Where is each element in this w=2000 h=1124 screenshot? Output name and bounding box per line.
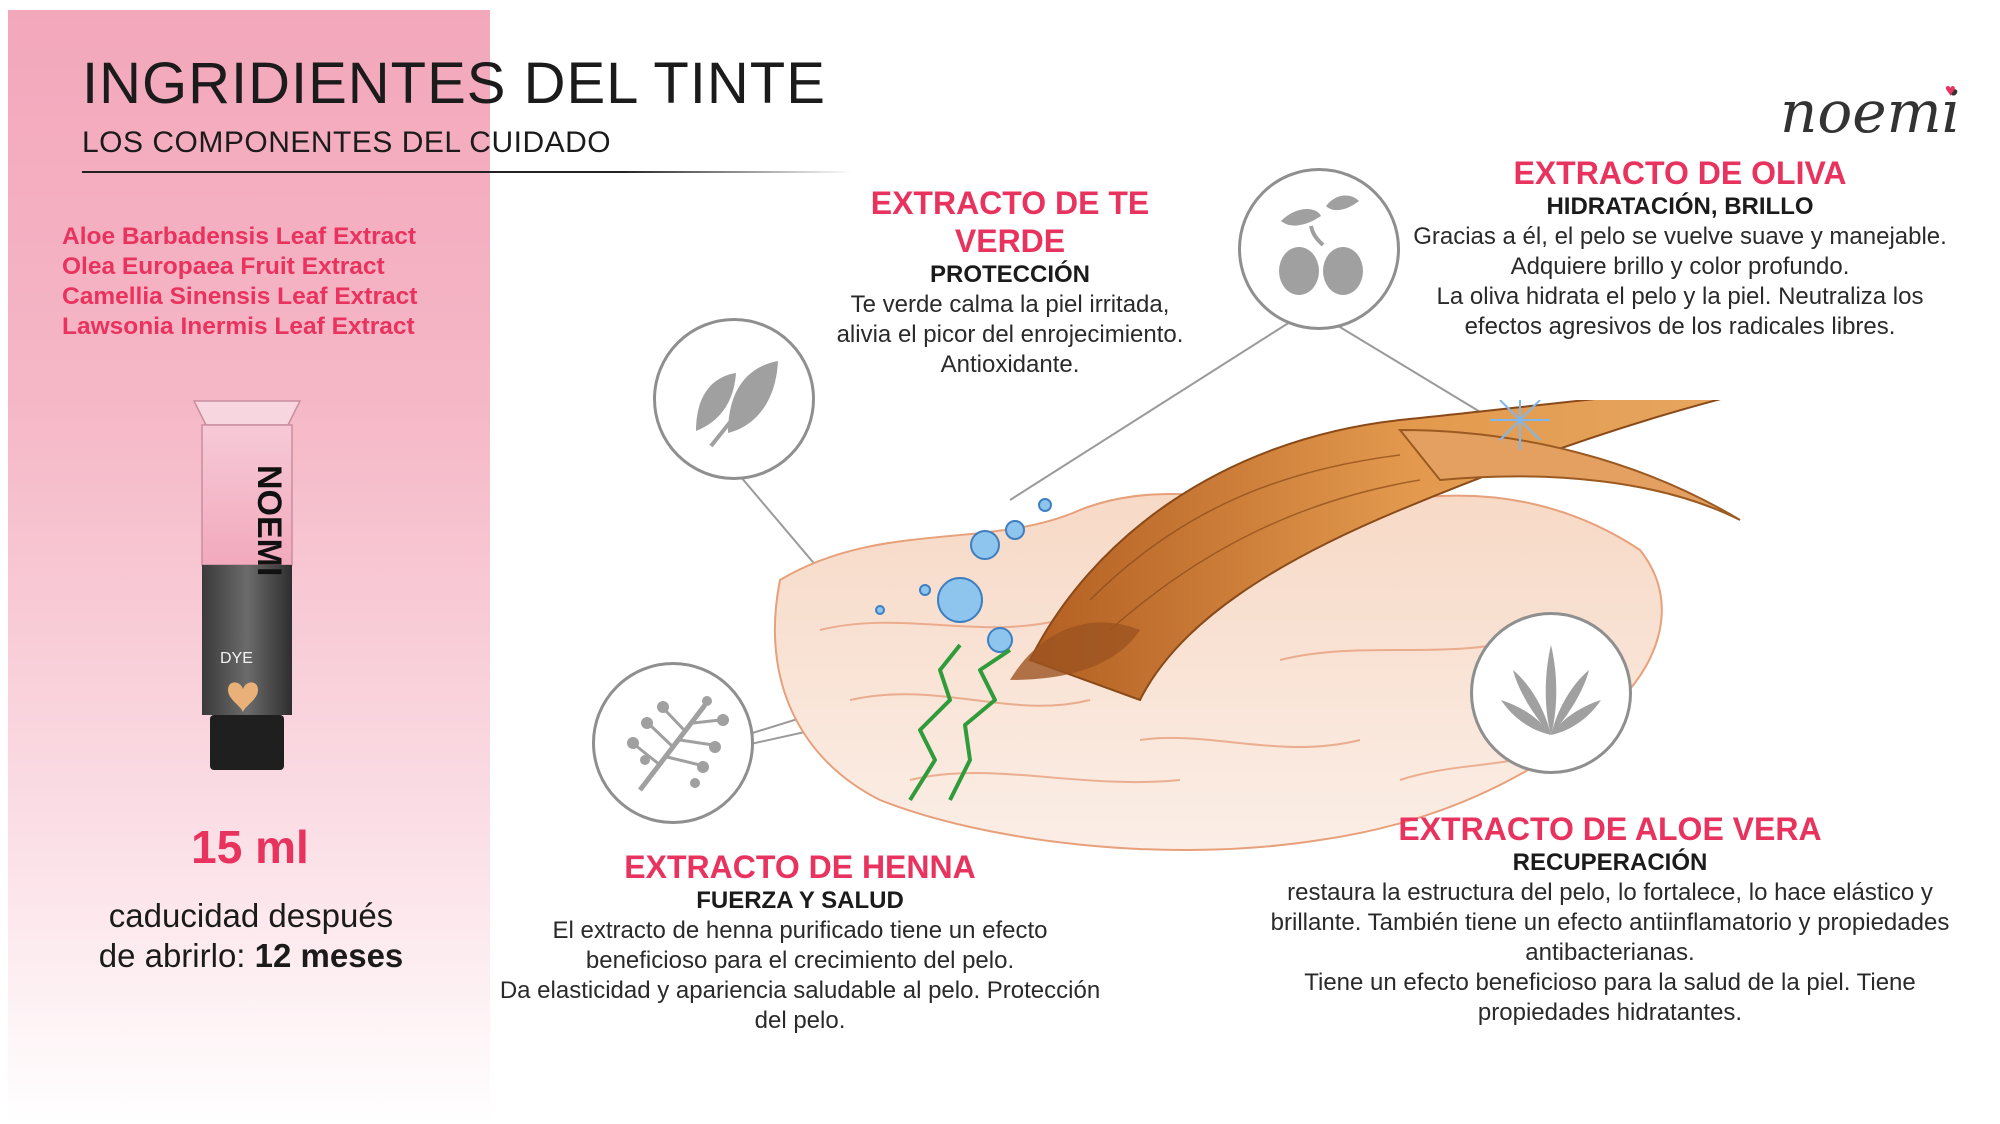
page-subtitle: LOS COMPONENTES DEL CUIDADO xyxy=(82,126,612,159)
page-title: INGRIDIENTES DEL TINTE xyxy=(82,51,826,116)
olive-icon xyxy=(1238,168,1400,330)
olive-card: EXTRACTO DE OLIVA HIDRATACIÓN, BRILLO Gr… xyxy=(1400,154,1960,342)
heart-icon: ♥ xyxy=(1945,80,1956,100)
leaf-icon xyxy=(653,318,815,480)
ingredient-item: Aloe Barbadensis Leaf Extract xyxy=(62,223,417,250)
brand-logo: noemi xyxy=(1780,78,1961,146)
henna-card: EXTRACTO DE HENNA FUERZA Y SALUD El extr… xyxy=(490,848,1110,1036)
henna-title: EXTRACTO DE HENNA xyxy=(624,849,976,885)
olive-description: Gracias a él, el pelo se vuelve suave y … xyxy=(1413,223,1947,280)
expiry-value: 12 meses xyxy=(254,937,404,974)
ingredient-item: Camellia Sinensis Leaf Extract xyxy=(62,283,418,310)
expiry-text: caducidad después de abrirlo: xyxy=(98,897,394,974)
ingredient-item: Olea Europaea Fruit Extract xyxy=(62,253,385,280)
green-tea-title: EXTRACTO DE TE VERDE xyxy=(870,185,1150,259)
product-volume: 15 ml xyxy=(191,821,309,873)
henna-branch-icon xyxy=(592,662,754,824)
green-tea-card: EXTRACTO DE TE VERDE PROTECCIÓN Te verde… xyxy=(820,184,1200,380)
expiry-info: caducidad después de abrirlo: 12 meses xyxy=(86,896,416,976)
aloe-icon xyxy=(1470,612,1632,774)
olive-description-2: La oliva hidrata el pelo y la piel. Neut… xyxy=(1436,283,1924,340)
olive-title: EXTRACTO DE OLIVA xyxy=(1513,155,1847,191)
henna-description-2: Da elasticidad y apariencia saludable al… xyxy=(499,977,1101,1034)
ingredient-list: Aloe Barbadensis Leaf Extract Olea Europ… xyxy=(62,222,482,342)
aloe-description-2: Tiene un efecto beneficioso para la salu… xyxy=(1304,969,1916,1026)
tube-brand-label: NOEMI xyxy=(250,465,288,576)
olive-subtitle: HIDRATACIÓN, BRILLO xyxy=(1546,193,1814,220)
green-tea-subtitle: PROTECCIÓN xyxy=(929,261,1090,288)
aloe-title: EXTRACTO DE ALOE VERA xyxy=(1398,811,1822,847)
product-tube-image: NOEMI DYE xyxy=(192,400,302,770)
ingredient-item: Lawsonia Inermis Leaf Extract xyxy=(62,313,415,340)
tube-dye-label: DYE xyxy=(220,650,253,667)
green-tea-description: Te verde calma la piel irritada, alivia … xyxy=(836,291,1184,378)
henna-subtitle: FUERZA Y SALUD xyxy=(696,887,904,914)
aloe-description: restaura la estructura del pelo, lo fort… xyxy=(1270,879,1950,966)
aloe-card: EXTRACTO DE ALOE VERA RECUPERACIÓN resta… xyxy=(1270,810,1950,1028)
henna-description: El extracto de henna purificado tiene un… xyxy=(552,917,1048,974)
hair-skin-illustration xyxy=(773,400,1741,852)
aloe-subtitle: RECUPERACIÓN xyxy=(1512,849,1708,876)
title-divider xyxy=(82,171,852,173)
